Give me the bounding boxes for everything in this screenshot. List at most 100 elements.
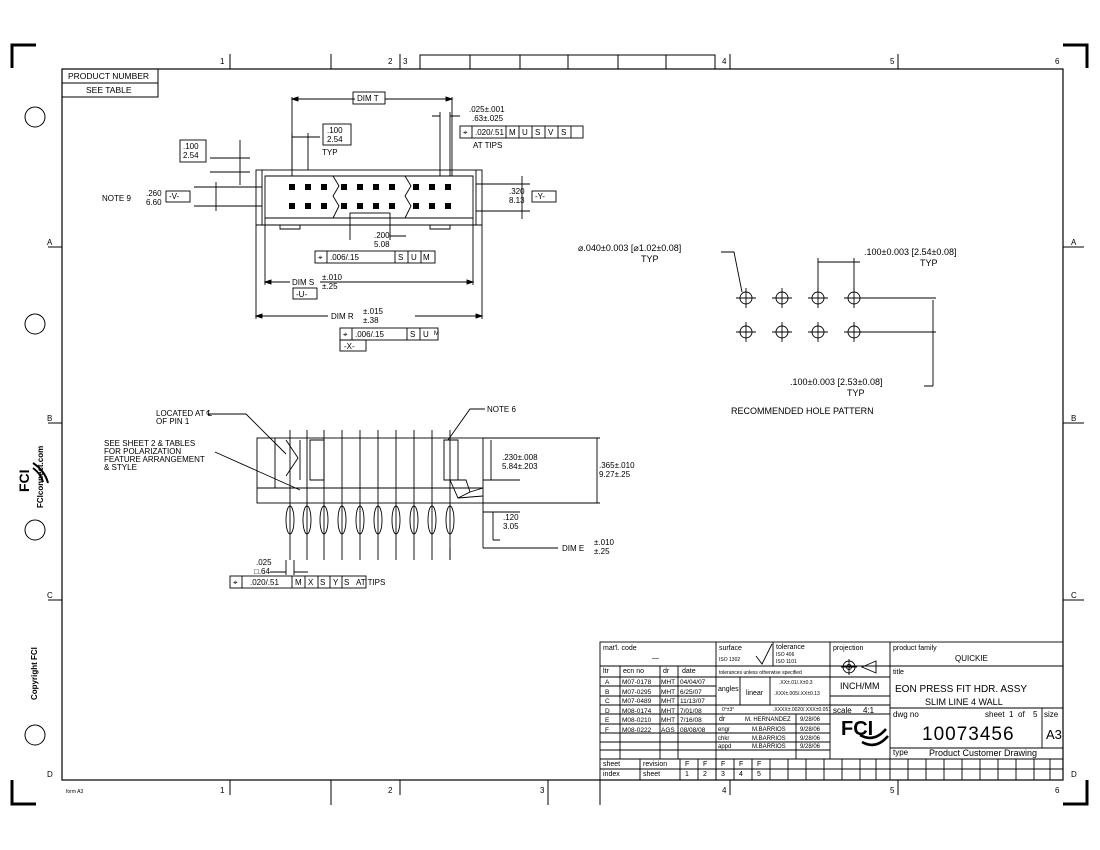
- tb-iso1302: ISO 1302: [719, 657, 741, 663]
- h230-mm: 5.84±.203: [502, 462, 538, 471]
- side-copyright: Copyright FCI: [30, 647, 39, 700]
- zone-top-4: 4: [722, 57, 727, 66]
- datum-v: -V-: [169, 192, 180, 201]
- zone-left-b: B: [47, 414, 53, 423]
- fcf-tips-y: Y: [333, 578, 339, 587]
- tb-index-label: index: [603, 771, 620, 778]
- fcf-top-m: M: [509, 128, 516, 137]
- note-9: NOTE 9: [102, 194, 131, 203]
- tb-size-value: A3: [1046, 727, 1062, 742]
- revision-ecn: M07-0178: [622, 679, 652, 686]
- dim-e-label: DIM E: [562, 544, 585, 553]
- tb-engr-date: 9/28/06: [800, 727, 821, 733]
- tb-tolerances-note: tolerances unless otherwise specified: [719, 670, 802, 676]
- tb-iso406: ISO 406: [776, 652, 795, 658]
- fcf-mid-m: M: [423, 253, 430, 262]
- tb-ltr-header: ltr: [603, 668, 609, 675]
- located-line1: LOCATED AT ℄: [156, 409, 212, 418]
- pitch-025-in: .025±.001: [469, 105, 505, 114]
- revision-ecn: M08-0210: [622, 717, 652, 724]
- tb-date-header: date: [682, 668, 696, 675]
- revision-date: 08/08/08: [680, 727, 706, 734]
- top-view-pins: [289, 184, 451, 209]
- dim-s-label: DIM S: [292, 278, 315, 287]
- sheet-number-cell: 5: [757, 771, 761, 778]
- drawing-frame: [61, 68, 1064, 781]
- zone-bottom-1: 1: [220, 786, 225, 795]
- hole-pattern-title: RECOMMENDED HOLE PATTERN: [731, 406, 874, 416]
- dim-s-tol-mm: ±.25: [322, 282, 338, 291]
- tb-sheet-num: 1: [1009, 710, 1014, 719]
- tb-type-value: Product Customer Drawing: [929, 748, 1038, 758]
- fcf-top-s2: S: [561, 128, 567, 137]
- zone-left-c: C: [47, 591, 53, 600]
- tb-chkr-date: 9/28/06: [800, 736, 821, 742]
- zone-bottom-4: 4: [722, 786, 727, 795]
- dim-e-tol-in: ±.010: [594, 538, 614, 547]
- fcf-mid-value: .006/.15: [330, 253, 359, 262]
- tb-appd-label: appd: [718, 744, 732, 750]
- at-tips-side: AT TIPS: [356, 578, 386, 587]
- zone-right-d: D: [1071, 770, 1077, 779]
- fcf-top-u: U: [522, 128, 528, 137]
- sheet-number-cell: 1: [685, 771, 689, 778]
- tb-engr-label: engr: [718, 727, 731, 733]
- tb-appd-date: 9/28/06: [800, 744, 821, 750]
- tb-sheet-label: sheet: [985, 710, 1005, 719]
- zone-top-3: 3: [403, 57, 408, 66]
- fcf-tips-feature-icon: ⌖: [233, 578, 238, 587]
- zone-left-a: A: [47, 238, 53, 247]
- revision-ltr: D: [605, 708, 610, 715]
- tb-dr-label: dr: [719, 716, 726, 723]
- fcf-mid-s: S: [398, 253, 404, 262]
- revision-ltr: E: [605, 717, 610, 724]
- tb-sheet-row-label: sheet: [603, 761, 621, 768]
- sheet-number-cell: 2: [703, 771, 707, 778]
- fcf-top-feature-icon: ⌖: [463, 128, 468, 137]
- surface-finish-symbol: [755, 643, 773, 665]
- see-sheet-line2: FOR POLARIZATION: [104, 447, 182, 456]
- tb-engr-name: M.BARRIOS: [752, 727, 786, 733]
- fcf-mid-u: U: [411, 253, 417, 262]
- h260-mm: 6.60: [146, 198, 162, 207]
- revision-dr: MHT: [661, 698, 676, 705]
- tb-fci-logo: FCI: [841, 718, 874, 740]
- tb-scale-label: scale: [833, 706, 852, 715]
- fci-logo-graphic: [859, 728, 889, 747]
- sheet-number-cell: 4: [739, 771, 743, 778]
- zone-top-6: 6: [1055, 57, 1060, 66]
- fcf-tips-s2: S: [344, 578, 350, 587]
- revision-dr: MHT: [661, 679, 676, 686]
- typ-100-mm: 2.54: [327, 135, 343, 144]
- left-100-mm: 2.54: [183, 151, 199, 160]
- revision-ltr: F: [605, 727, 609, 734]
- revision-ecn: M08-0222: [622, 727, 652, 734]
- h320-in: .320: [509, 187, 525, 196]
- projection-symbol: [841, 659, 877, 675]
- tb-angle-tol: 0°±3°: [722, 707, 735, 713]
- datum-x: -X-: [344, 342, 355, 351]
- tb-dr-date: 9/28/06: [800, 717, 821, 723]
- fcf-top-s1: S: [535, 128, 541, 137]
- h120-in: .120: [503, 513, 519, 522]
- tb-matl-code-value: —: [652, 655, 659, 662]
- tb-type-label: type: [893, 748, 909, 757]
- product-number-value: SEE TABLE: [86, 85, 132, 95]
- fcf-bot-m: M: [434, 331, 439, 337]
- h365-in: .365±.010: [599, 461, 635, 470]
- zone-right-c: C: [1071, 591, 1077, 600]
- zone-left-d: D: [47, 770, 53, 779]
- fcf-tips-x: X: [308, 578, 314, 587]
- hole-diameter: ⌀.040±0.003 [⌀1.02±0.08]: [578, 243, 682, 253]
- revision-letter-cell: F: [739, 761, 744, 768]
- dim-e-tol-mm: ±.25: [594, 547, 610, 556]
- datum-y: -Y-: [535, 192, 545, 201]
- h260-in: .260: [146, 189, 162, 198]
- fcf-top-value: .020/.51: [475, 128, 504, 137]
- fcf-bot-feature-icon: ⌖: [343, 330, 348, 339]
- d200-in: .200: [374, 231, 390, 240]
- tb-ecn-header: ecn no: [623, 668, 645, 675]
- located-line2: OF PIN 1: [156, 417, 190, 426]
- dim-t-label: DIM T: [357, 94, 379, 103]
- hole-pitch-h-typ: TYP: [920, 258, 938, 268]
